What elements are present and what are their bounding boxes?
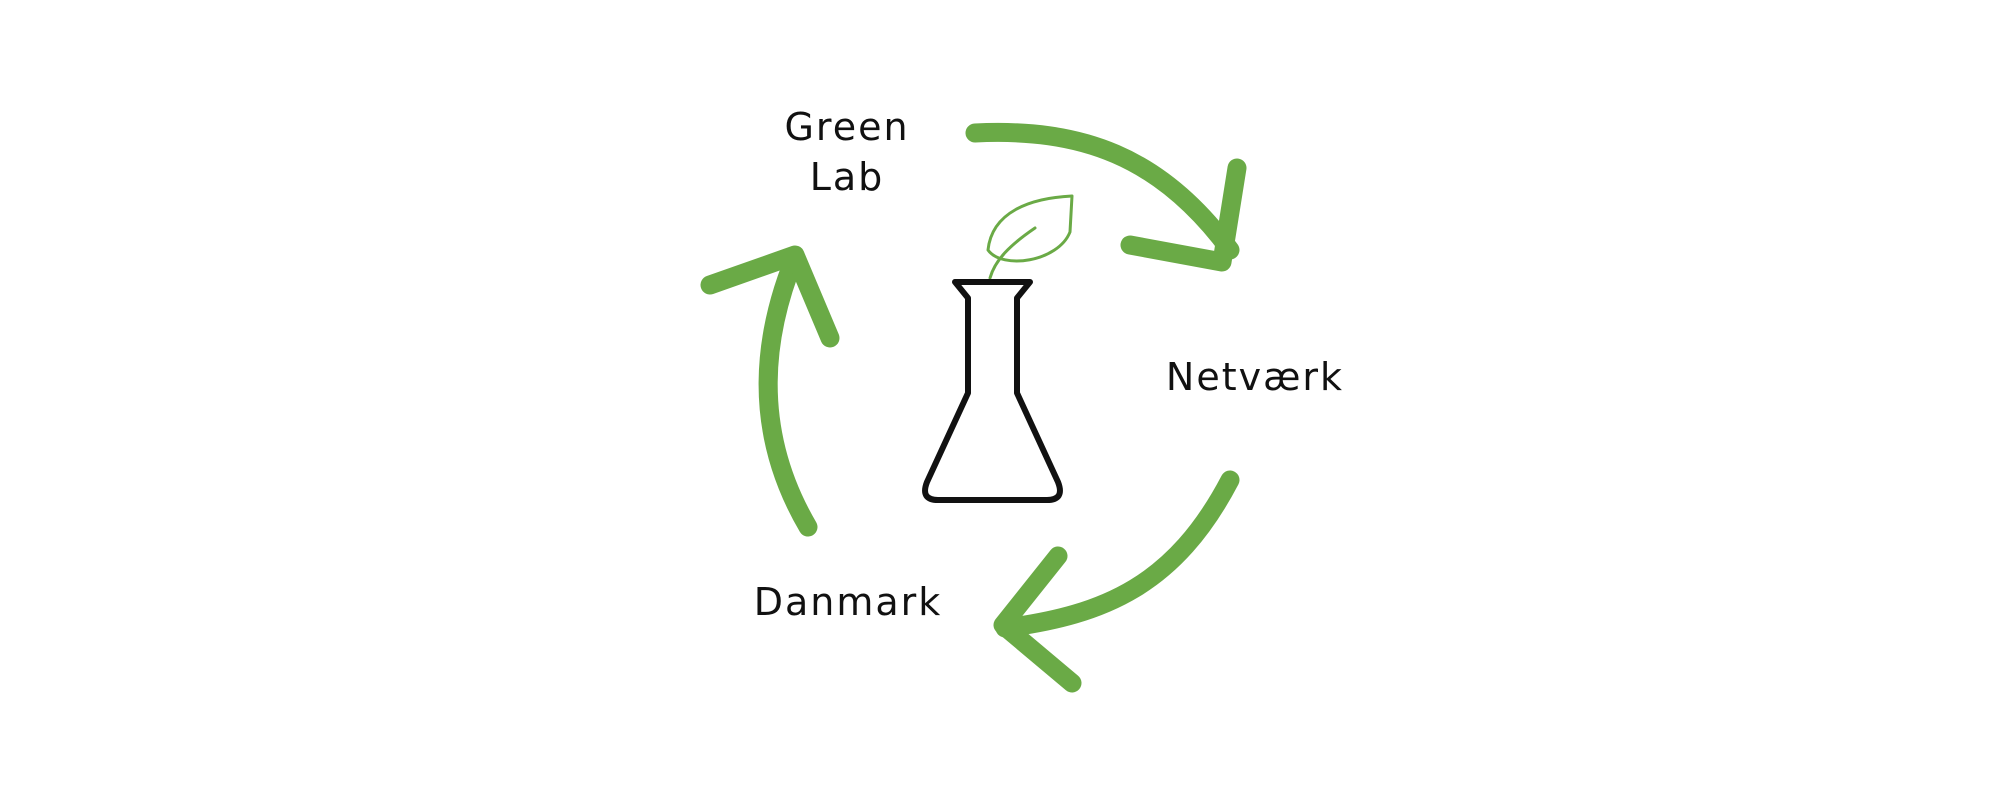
label-green-lab-line1: Green	[784, 105, 909, 149]
arrow-head-bottom	[993, 546, 1082, 693]
label-danmark: Danmark	[754, 580, 943, 624]
label-green-lab-line2: Lab	[810, 155, 885, 199]
cycle-arrow-icon-left	[700, 245, 840, 537]
cycle-arrow-icon-top-right	[965, 122, 1247, 272]
arrow-arc-top-right	[965, 122, 1240, 260]
arrow-head-top-right	[1120, 158, 1247, 272]
flask-icon	[922, 279, 1063, 503]
label-netvaerk: Netværk	[1166, 355, 1344, 399]
leaf-icon	[986, 194, 1074, 280]
leaf-blade	[986, 194, 1074, 263]
arrow-arc-left	[758, 247, 818, 537]
flask-outline	[922, 279, 1063, 503]
arrow-arc-bottom	[995, 470, 1240, 638]
leaf-stem	[988, 226, 1037, 280]
arrow-head-left	[700, 245, 840, 348]
cycle-arrow-icon-bottom	[993, 470, 1240, 693]
